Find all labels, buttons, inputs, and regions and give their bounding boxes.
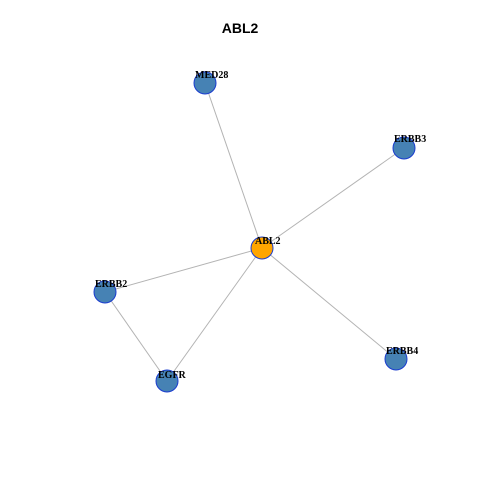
node-abl2[interactable]	[250, 236, 274, 260]
edge-abl2-egfr	[166, 247, 263, 382]
edge-abl2-erbb4	[261, 247, 397, 360]
node-label-erbb2: ERBB2	[95, 279, 127, 290]
node-erbb2[interactable]	[93, 280, 117, 304]
nodes-layer	[93, 71, 416, 393]
graph-title: ABL2	[221, 20, 259, 36]
edge-abl2-med28	[204, 82, 263, 249]
node-erbb3[interactable]	[392, 136, 416, 160]
node-label-erbb4: ERBB4	[386, 346, 418, 357]
node-egfr[interactable]	[155, 369, 179, 393]
node-label-erbb3: ERBB3	[394, 134, 426, 145]
node-med28[interactable]	[193, 71, 217, 95]
edges-layer	[104, 82, 405, 382]
node-label-abl2: ABL2	[255, 236, 281, 247]
node-erbb4[interactable]	[384, 347, 408, 371]
node-label-med28: MED28	[195, 70, 228, 81]
edge-abl2-erbb3	[261, 147, 405, 249]
node-label-egfr: EGFR	[158, 370, 187, 381]
edge-erbb2-egfr	[104, 291, 168, 382]
edge-abl2-erbb2	[104, 247, 263, 293]
